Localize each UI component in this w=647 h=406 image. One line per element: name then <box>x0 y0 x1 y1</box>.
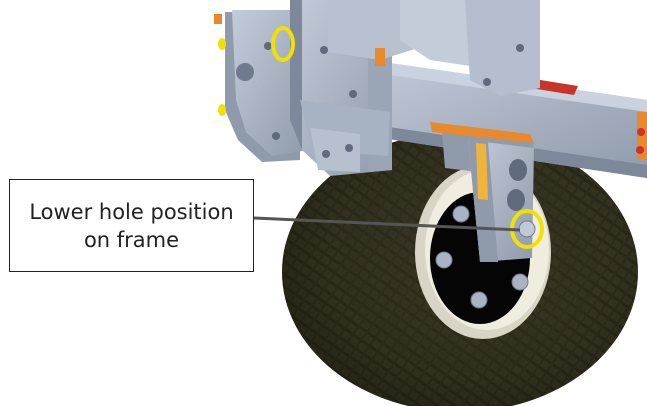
lug-bolt-icon <box>452 205 470 223</box>
callout-leader-line <box>253 216 521 232</box>
callout-label-box: Lower hole position on frame <box>9 179 254 272</box>
callout-text-line-2: on frame <box>83 227 180 252</box>
lug-bolt-icon <box>511 273 529 291</box>
callout-text-line-1: Lower hole position <box>29 199 234 224</box>
wheel-arm <box>430 122 544 262</box>
lug-bolt-icon <box>435 251 453 269</box>
mounting-bracket <box>214 0 540 176</box>
lynch-pin-icon <box>271 26 295 62</box>
lug-bolt-icon <box>470 291 488 309</box>
